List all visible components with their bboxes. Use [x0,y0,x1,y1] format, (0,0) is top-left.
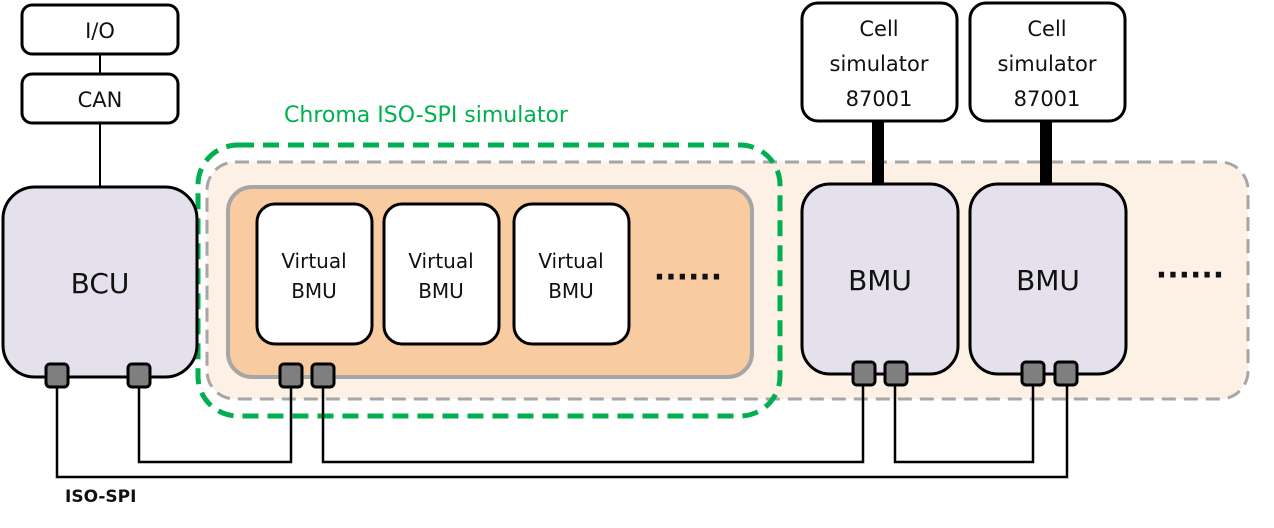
cell-sim-line1: Cell [859,17,898,41]
bcu-label: BCU [71,267,130,300]
can-box: CAN [20,72,180,125]
cell-sim-line2: simulator [998,52,1097,76]
bmu2-port-1 [1020,360,1046,387]
bmu-label: BMU [1016,264,1080,297]
can-label: CAN [78,88,123,112]
iso-spi-label: ISO-SPI [65,487,136,507]
iso-spi-wiring [55,385,1069,479]
virtual-bmu-label-line2: BMU [418,279,464,303]
virtual-port-1 [278,362,304,389]
cell-sim-link-2 [1040,118,1052,186]
io-label: I/O [85,19,115,43]
virtual-bmu-label-line1: Virtual [281,249,346,273]
bcu-port-1 [44,362,70,389]
cell-sim-line3: 87001 [846,87,913,111]
bmu-label: BMU [848,264,912,297]
bmu1-port-1 [851,360,877,387]
virtual-port-2 [310,362,336,389]
cell-sim-line1: Cell [1027,17,1066,41]
cell-sim-link-1 [872,118,884,186]
bmu2-port-2 [1053,360,1079,387]
cell-sim-line3: 87001 [1014,87,1081,111]
cell-simulator-2: Cell simulator 87001 [968,1,1127,123]
ports [44,360,1079,389]
bmu-chain-ellipsis: ······ [1156,258,1224,293]
cell-sim-line2: simulator [830,52,929,76]
virtual-bmu-label-line2: BMU [291,279,337,303]
bcu-box: BCU [1,185,199,379]
virtual-bmu-1: Virtual BMU [255,202,374,346]
bcu-port-2 [126,362,152,389]
virtual-ellipsis: ······ [654,260,722,295]
cell-simulator-1: Cell simulator 87001 [800,1,959,123]
bmu1-port-2 [883,360,909,387]
io-box: I/O [20,3,180,56]
simulator-label: Chroma ISO-SPI simulator [284,103,569,128]
virtual-bmu-label-line1: Virtual [408,249,473,273]
virtual-bmu-3: Virtual BMU [512,202,631,346]
bmu-1: BMU [800,182,960,376]
virtual-bmu-2: Virtual BMU [382,202,501,346]
virtual-bmu-label-line1: Virtual [538,249,603,273]
virtual-bmu-label-line2: BMU [548,279,594,303]
bmu-2: BMU [968,182,1128,376]
